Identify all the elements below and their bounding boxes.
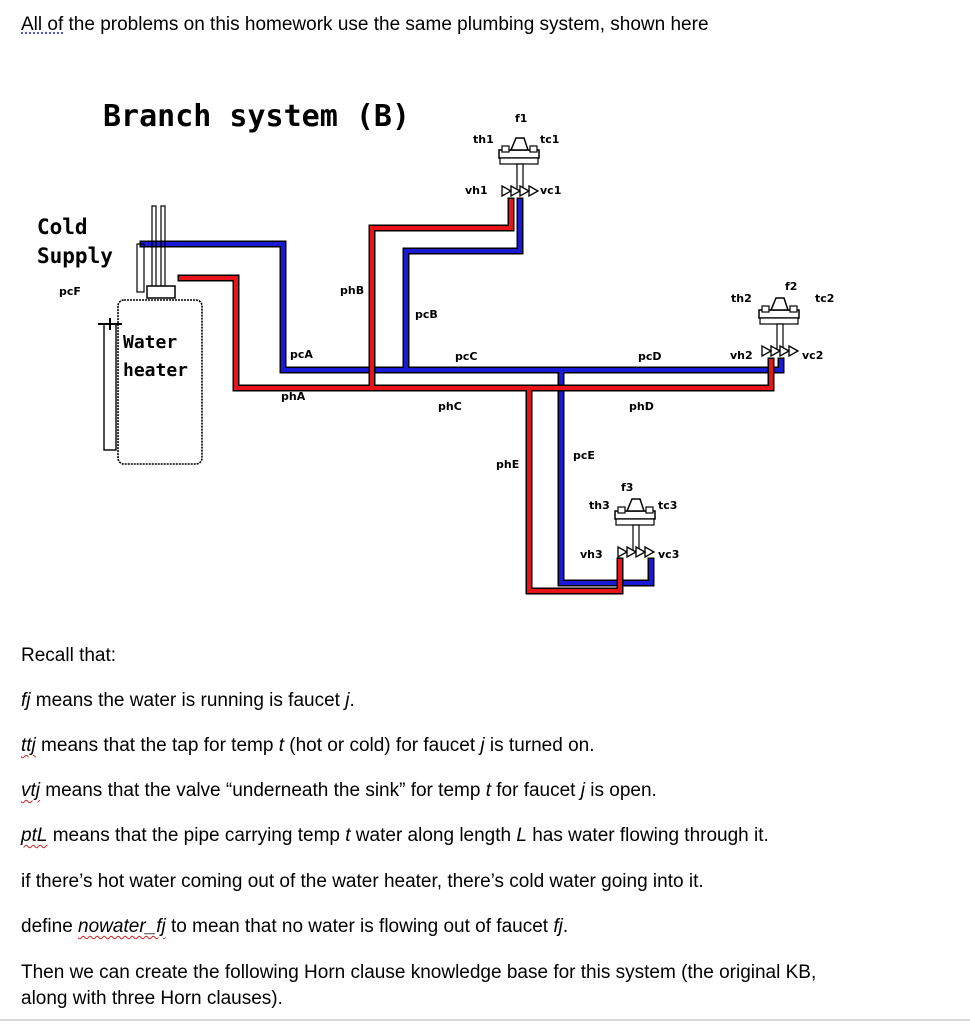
label-phA: phA — [281, 390, 306, 403]
definition-vtj-text: means that the valve “underneath the sin… — [40, 780, 486, 801]
label-th3: th3 — [589, 499, 610, 512]
cold-supply-label-line2: Supply — [37, 244, 113, 268]
nowater-definition: define nowater_fj to mean that no water … — [21, 914, 951, 940]
faucet-2 — [758, 297, 800, 358]
kb-intro-line1: Then we can create the following Horn cl… — [21, 962, 817, 983]
definition-ttj-end: is turned on. — [484, 735, 595, 756]
intro-prefix: All of — [21, 14, 64, 35]
definition-vtj: vtj means that the valve “underneath the… — [21, 778, 951, 804]
definition-ptL-mid: water along length — [350, 825, 517, 846]
label-pcB: pcB — [415, 308, 438, 321]
label-f1: f1 — [515, 112, 527, 125]
page-bottom-divider — [0, 1019, 970, 1021]
definition-vtj-var2: j — [580, 780, 585, 801]
definition-ttj-text: means that the tap for temp — [35, 735, 279, 756]
label-pcE: pcE — [573, 449, 595, 462]
plumbing-diagram: Branch system (B) Cold Supply Water heat… — [37, 99, 834, 595]
label-pcC: pcC — [455, 350, 477, 363]
term-ptL: ptL — [21, 825, 48, 846]
definition-fj: fj means the water is running is faucet … — [21, 688, 951, 714]
nowater-prefix: define — [21, 916, 79, 937]
label-pcD: pcD — [638, 350, 662, 363]
intro-sentence: All of the problems on this homework use… — [21, 14, 709, 36]
cold-supply-label-line1: Cold — [37, 215, 88, 239]
intro-rest: the problems on this homework use the sa… — [63, 14, 709, 35]
definition-ttj-mid: (hot or cold) for faucet — [283, 735, 481, 756]
label-tc1: tc1 — [540, 133, 559, 146]
faucet-1 — [498, 137, 540, 198]
cold-supply-pipes — [136, 205, 166, 293]
definition-vtj-end: is open. — [584, 780, 657, 801]
water-heater-label-line1: Water — [123, 332, 177, 353]
definition-ptL-var2: L — [516, 825, 527, 846]
label-f2: f2 — [785, 280, 797, 293]
term-nowater: nowater_fj — [78, 916, 166, 937]
definition-ptL-end: has water flowing through it. — [526, 825, 769, 846]
label-vh2: vh2 — [730, 349, 753, 362]
label-phC: phC — [438, 400, 462, 413]
definition-fj-text: means the water is running is faucet — [30, 690, 346, 711]
label-pcA: pcA — [290, 348, 313, 361]
diagram-title: Branch system (B) — [103, 99, 410, 134]
label-tc2: tc2 — [815, 292, 834, 305]
nowater-mid: to mean that no water is flowing out of … — [165, 916, 554, 937]
definition-vtj-var1: t — [485, 780, 491, 801]
definition-ptL: ptL means that the pipe carrying temp t … — [21, 823, 951, 849]
label-vc2: vc2 — [802, 349, 823, 362]
hot-cold-rule: if there’s hot water coming out of the w… — [21, 871, 704, 892]
term-fj: fj — [21, 690, 31, 711]
water-heater — [98, 285, 203, 465]
definition-ttj-var1: t — [278, 735, 284, 756]
definition-fj-var: j — [345, 690, 350, 711]
label-phD: phD — [629, 400, 654, 413]
label-phB: phB — [340, 284, 364, 297]
term-vtj: vtj — [21, 780, 40, 801]
cold-pipes — [139, 197, 785, 587]
label-th1: th1 — [473, 133, 494, 146]
kb-intro: Then we can create the following Horn cl… — [21, 960, 951, 1012]
definition-fj-end: . — [349, 690, 355, 711]
label-vc1: vc1 — [540, 184, 561, 197]
label-f3: f3 — [621, 481, 633, 494]
term-ttj: ttj — [21, 735, 36, 756]
definition-ptL-text: means that the pipe carrying temp — [47, 825, 346, 846]
label-phE: phE — [496, 458, 519, 471]
definition-vtj-mid: for faucet — [490, 780, 581, 801]
faucet-3 — [614, 498, 656, 559]
label-vh3: vh3 — [580, 548, 603, 561]
nowater-var: fj — [553, 916, 563, 937]
label-pcF: pcF — [59, 285, 81, 298]
hot-pipes — [177, 197, 775, 595]
recall-heading: Recall that: — [21, 645, 117, 666]
label-vh1: vh1 — [465, 184, 488, 197]
label-th2: th2 — [731, 292, 752, 305]
definition-ttj: ttj means that the tap for temp t (hot o… — [21, 733, 951, 759]
definition-ttj-var2: j — [480, 735, 485, 756]
nowater-term: nowater_fj — [78, 916, 166, 937]
definition-ptL-var1: t — [345, 825, 351, 846]
nowater-end: . — [562, 916, 569, 937]
kb-intro-line2: along with three Horn clauses). — [21, 988, 283, 1009]
water-heater-label-line2: heater — [123, 360, 188, 381]
label-tc3: tc3 — [658, 499, 677, 512]
label-vc3: vc3 — [658, 548, 679, 561]
